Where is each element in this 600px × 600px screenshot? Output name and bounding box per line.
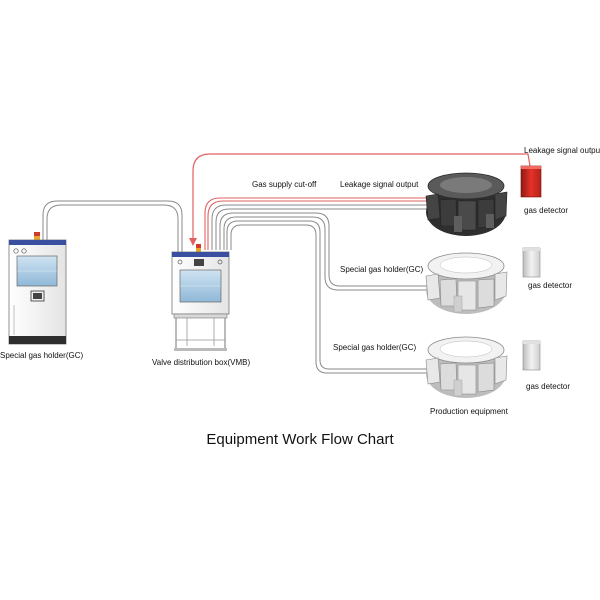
gas-detector-normal-2 (522, 340, 541, 371)
label-gas-detector-2: gas detector (528, 281, 573, 290)
chart-title: Equipment Work Flow Chart (206, 431, 394, 448)
label-special-gas-holder-mid: Special gas holder(GC) (340, 265, 424, 274)
label-special-gas-holder-left: Special gas holder(GC) (0, 351, 84, 360)
gas-supply-cutoff-lines (204, 197, 428, 250)
production-tool-light-2 (425, 336, 508, 398)
gas-detector-normal-1 (522, 247, 541, 278)
pipe-vmb-to-tool-3 (226, 220, 428, 374)
leakage-signal-line (192, 153, 531, 240)
pipe-vmb-to-tool-2 (219, 212, 428, 291)
label-valve-distribution-box: Valve distribution box(VMB) (152, 358, 251, 367)
signal-line-arrow (189, 238, 197, 246)
label-leakage-signal-output-mid: Leakage signal output (340, 180, 419, 189)
pipe-vmb-to-tool-1 (211, 204, 428, 250)
valve-distribution-box (171, 244, 230, 351)
label-gas-detector-3: gas detector (526, 382, 571, 391)
label-gas-detector-1: gas detector (524, 206, 569, 215)
pipe-gc-to-vmb (42, 200, 183, 252)
label-leakage-signal-output-top: Leakage signal output (524, 146, 600, 155)
production-tool-light-1 (425, 252, 508, 314)
production-tool-dark (425, 172, 508, 236)
special-gas-holder-cabinet (8, 232, 67, 345)
label-special-gas-holder-low: Special gas holder(GC) (333, 343, 417, 352)
label-gas-supply-cutoff: Gas supply cut-off (252, 180, 317, 189)
label-production-equipment: Production equipment (430, 407, 508, 416)
gas-detector-alarm (520, 165, 542, 198)
